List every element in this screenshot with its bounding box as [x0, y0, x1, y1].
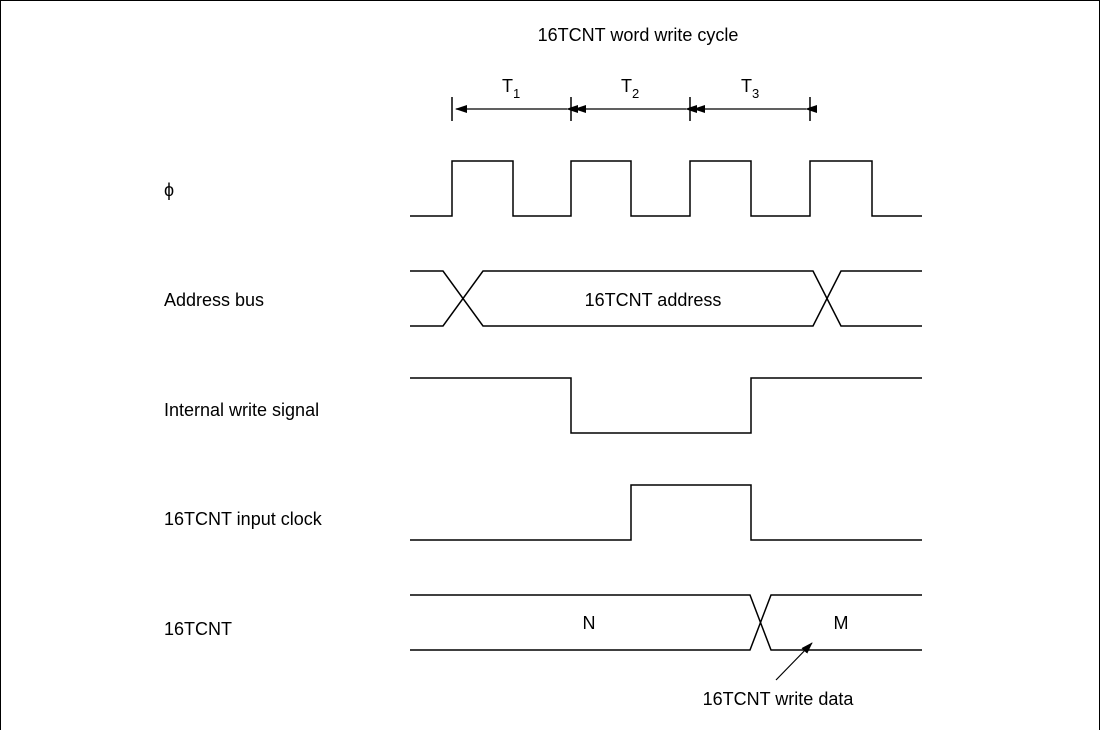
write-data-arrow [775, 642, 813, 681]
address-value: 16TCNT address [585, 290, 722, 310]
signal-label-counter: 16TCNT [164, 619, 232, 639]
period-label-t3: T3 [741, 76, 759, 101]
signal-label-phi: ϕ [164, 180, 174, 200]
input-clock-waveform [410, 484, 922, 541]
signal-label-input-clock: 16TCNT input clock [164, 509, 323, 529]
address-bus-waveform [410, 270, 922, 327]
signal-label-address-bus: Address bus [164, 290, 264, 310]
counter-value-m: M [834, 613, 849, 633]
write-data-annotation: 16TCNT write data [703, 689, 855, 709]
counter-value-n: N [583, 613, 596, 633]
write-signal-waveform [410, 377, 922, 434]
signal-label-write-signal: Internal write signal [164, 400, 319, 420]
period-label-t1: T1 [502, 76, 520, 101]
diagram-title: 16TCNT word write cycle [538, 25, 739, 45]
phi-waveform [410, 160, 922, 217]
period-label-t2: T2 [621, 76, 639, 101]
counter-waveform [410, 594, 922, 651]
